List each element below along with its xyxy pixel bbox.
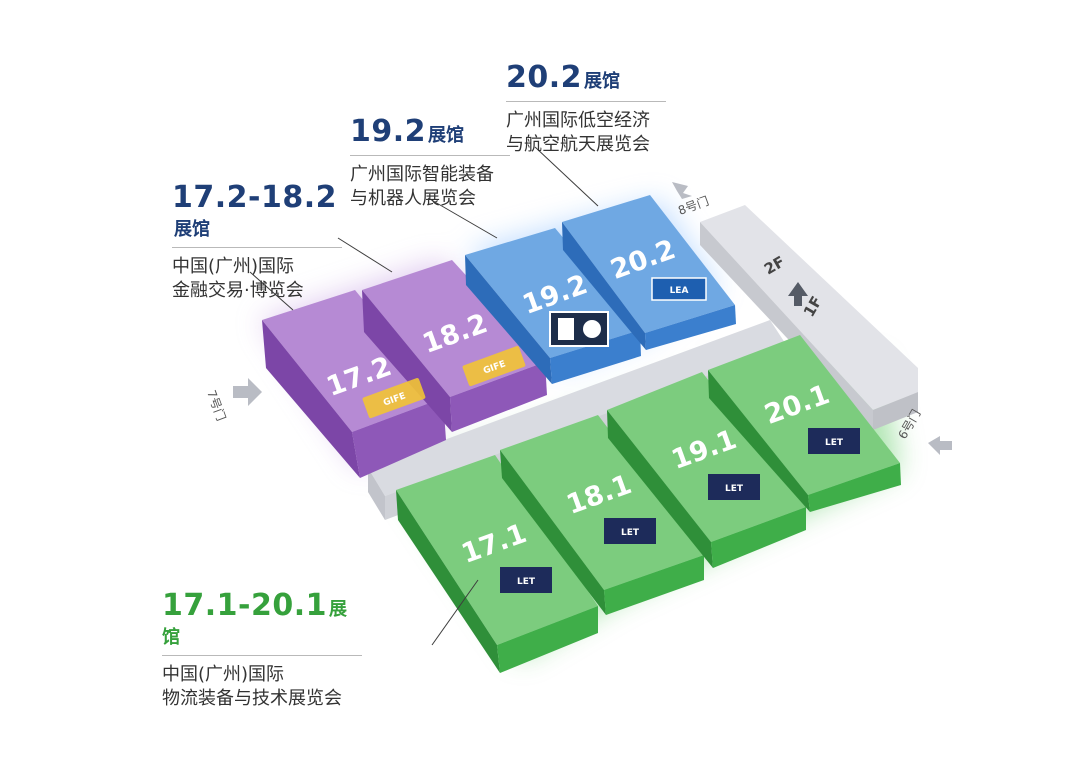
svg-text:LET: LET [725,484,744,494]
callout-line: 与航空航天展览会 [506,134,650,155]
lea-logo: LEA [651,277,707,301]
gife-logo: GIFE [362,378,426,419]
leader-lines [249,146,599,646]
hall-17-1[interactable] [396,455,598,673]
callout-number: 17.1-20.1 [162,588,327,623]
callout-suffix: 展馆 [428,125,465,146]
callout-line: 与机器人展览会 [350,188,476,209]
callout-suffix: 展馆 [174,219,210,240]
callout-17-2-18-2: 17.2-18.2 展馆 中国(广州)国际 金融交易·博览会 [172,180,342,303]
let-logo: LET [808,428,860,454]
up-arrow-icon [788,282,808,306]
hall-20-1[interactable] [708,335,901,512]
upper-corridor [368,320,787,496]
callout-line: 中国(广州)国际 [162,664,285,685]
callout-number: 19.2 [350,114,427,149]
callout-line: 广州国际低空经济 [506,110,650,131]
gife-logo: GIFE [462,346,526,387]
callout-line: 物流装备与技术展览会 [162,688,342,709]
svg-text:LET: LET [517,577,536,587]
gate-8: 8号门 [672,182,711,218]
callout-suffix: 展馆 [584,71,621,92]
svg-text:7号门: 7号门 [204,388,229,423]
callout-number: 20.2 [506,60,583,95]
robot-logo [549,311,609,347]
svg-text:LEA: LEA [670,286,689,296]
svg-text:LET: LET [825,438,844,448]
gate-7: 7号门 [204,378,262,423]
callout-line: 广州国际智能装备 [350,164,494,185]
callout-number: 17.2-18.2 [172,180,337,215]
let-logo: LET [500,567,552,593]
callout-line: 金融交易·博览会 [172,280,304,301]
let-logo: LET [708,474,760,500]
callout-line: 中国(广州)国际 [172,256,295,277]
callout-suffix: 展馆 [162,599,347,648]
hall-18-1[interactable] [500,415,704,615]
svg-text:LET: LET [621,528,640,538]
right-ramp [700,205,918,410]
let-logo: LET [604,518,656,544]
